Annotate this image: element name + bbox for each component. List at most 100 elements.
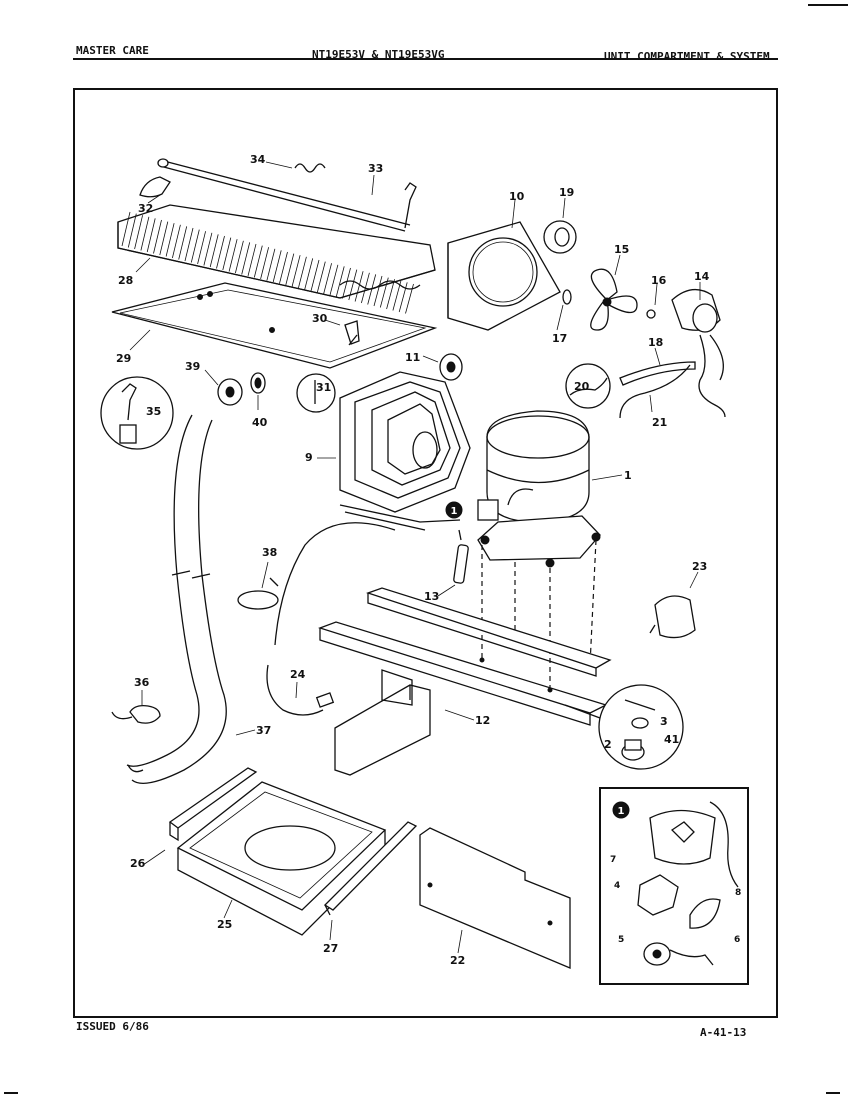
- condenser-fin: [172, 224, 181, 259]
- grommet-11: [439, 353, 463, 381]
- condenser-fin: [392, 280, 402, 311]
- callout-32: 32: [138, 202, 153, 215]
- detail-circle-35: [100, 376, 174, 450]
- harness-18: [619, 361, 696, 386]
- leader-lines: [129, 161, 701, 954]
- condenser-fin: [216, 235, 225, 269]
- condenser-fin: [209, 234, 219, 268]
- mount-guide-lines: [481, 539, 597, 690]
- callout-28: 28: [118, 274, 133, 287]
- callout-33: 33: [368, 162, 383, 175]
- condenser-fin: [184, 227, 194, 262]
- header-rule: [73, 58, 778, 60]
- callout-27: 27: [323, 942, 338, 955]
- dryer-13: [453, 529, 469, 584]
- callout-labels: 34 33 32 28 29 30 31 35 39 40 10 19 15 1…: [116, 153, 741, 967]
- condenser-fin: [190, 229, 200, 263]
- callout-22: 22: [450, 954, 465, 967]
- condenser-9: [339, 371, 471, 531]
- drain-hose-37: [126, 414, 227, 784]
- panel-22: [419, 827, 571, 969]
- condenser-fin: [260, 247, 269, 280]
- footer-page-code: A-41-13: [700, 1026, 747, 1039]
- callout-13: 13: [424, 590, 439, 603]
- condenser-fin: [253, 245, 263, 278]
- callout-19: 19: [559, 186, 574, 199]
- condenser-fin: [153, 219, 162, 254]
- detail-circle-20: [565, 363, 611, 409]
- condenser-fin: [197, 231, 206, 265]
- callout-10: 10: [509, 190, 525, 203]
- fan-blade-15: [590, 268, 638, 331]
- condenser-fin: [241, 242, 251, 275]
- grommet-39: [217, 378, 243, 406]
- fan-motor-14: [671, 288, 726, 418]
- bracket-30: [344, 320, 360, 346]
- callout-30: 30: [312, 312, 328, 325]
- callout-31: 31: [316, 381, 331, 394]
- corner-mark: [808, 4, 848, 6]
- bearing-19: [543, 220, 577, 254]
- callout-15: 15: [614, 243, 629, 256]
- condenser-fin: [279, 251, 288, 284]
- compressor-1: [477, 410, 601, 568]
- callout-2: 2: [604, 738, 612, 751]
- grommet-40: [250, 372, 266, 394]
- header-model-numbers: NT19E53V & NT19E53VG: [312, 48, 445, 61]
- header-brand: MASTER CARE: [76, 44, 149, 57]
- condenser-fin: [310, 259, 320, 292]
- condenser-fin: [335, 266, 345, 298]
- condenser-fin: [329, 264, 339, 296]
- condenser-fin: [316, 261, 326, 293]
- fan-shroud-10: [447, 221, 561, 331]
- condenser-fin: [165, 223, 175, 257]
- condenser-fin: [298, 256, 307, 289]
- nut-17: [562, 289, 572, 305]
- callout-26: 26: [130, 857, 146, 870]
- washer-16: [646, 309, 656, 319]
- relay-23: [649, 595, 696, 639]
- callout-20: 20: [574, 380, 590, 393]
- callout-21: 21: [652, 416, 667, 429]
- condenser-fin: [291, 255, 301, 287]
- condenser-fin: [146, 218, 156, 253]
- inset-callout-7: 7: [610, 855, 616, 865]
- condenser-fin: [222, 237, 232, 271]
- inset-callout-6: 6: [734, 935, 740, 945]
- callout-18: 18: [648, 336, 663, 349]
- callout-9: 9: [305, 451, 313, 464]
- condenser-fin: [266, 248, 276, 281]
- footer-mark-right: [826, 1092, 840, 1094]
- drain-tube-34: [294, 163, 326, 173]
- callout-3: 3: [660, 715, 668, 728]
- condenser-fin: [159, 221, 169, 256]
- rail-26: [168, 767, 258, 842]
- condenser-fin: [134, 215, 143, 250]
- callout-41: 41: [664, 733, 679, 746]
- condenser-fin: [323, 263, 332, 295]
- rail-27: [323, 821, 418, 916]
- clip-32: [139, 176, 171, 198]
- diagram-frame: [73, 88, 778, 1018]
- detail-circle-mount: [564, 684, 684, 770]
- clamp-38: [237, 577, 279, 610]
- condenser-plate-29: [111, 282, 438, 369]
- inset-callout-8: 8: [735, 888, 741, 898]
- condenser-fin: [342, 267, 351, 299]
- callout-39: 39: [185, 360, 200, 373]
- condenser-fin: [304, 258, 314, 290]
- footer-issued-date: ISSUED 6/86: [76, 1020, 149, 1033]
- callout-12: 12: [475, 714, 490, 727]
- footer-mark-left: [4, 1092, 18, 1094]
- inset-callout-5: 5: [618, 935, 624, 945]
- inset-callout-4: 4: [614, 881, 620, 891]
- condenser-fin: [235, 240, 244, 274]
- condenser-fin: [373, 275, 383, 307]
- detail-circle-31: [296, 373, 336, 413]
- condenser-fin: [228, 239, 238, 272]
- wire-21: [619, 364, 691, 419]
- condenser-fin: [354, 271, 364, 302]
- callout-1: 1: [624, 469, 632, 482]
- callout-36: 36: [134, 676, 150, 689]
